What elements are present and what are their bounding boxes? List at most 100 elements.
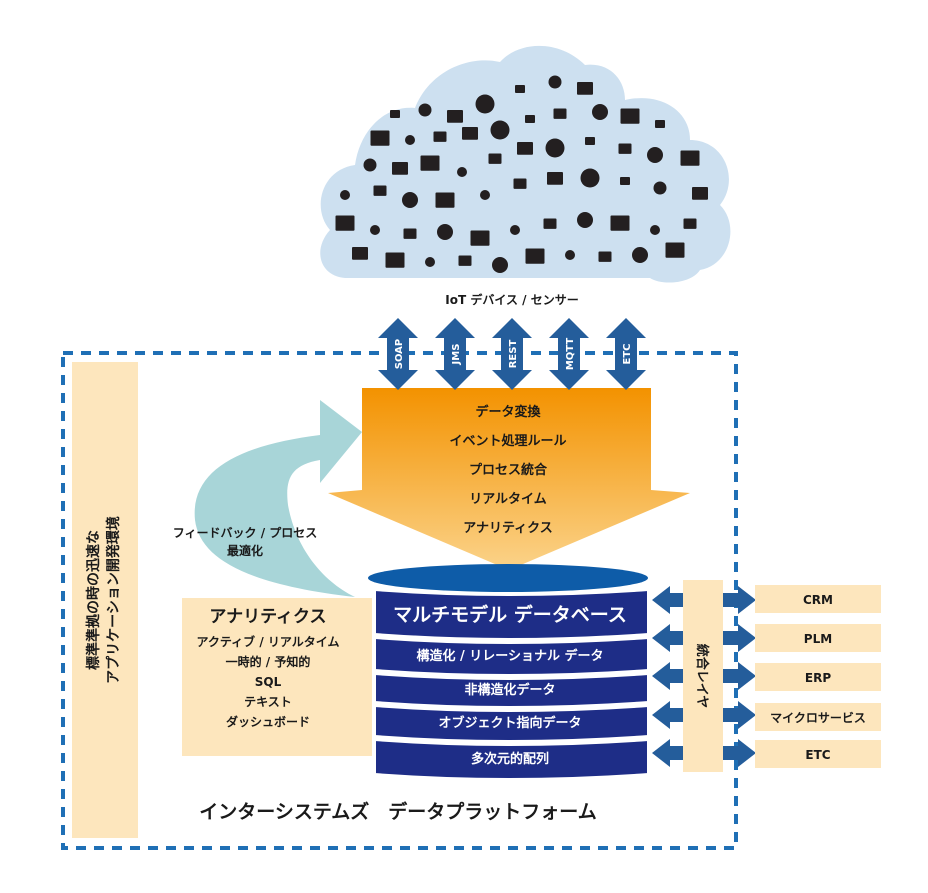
- feedback-arrow: フィードバック / プロセス 最適化: [173, 400, 362, 597]
- device-icon: [620, 177, 630, 185]
- system-box: [755, 703, 881, 731]
- double-arrow-icon: [435, 318, 475, 390]
- analytics-item: SQL: [255, 675, 282, 689]
- device-icon: [585, 137, 595, 145]
- device-icon: [470, 230, 490, 246]
- system-erp: ERP: [755, 663, 881, 691]
- device-icon: [577, 82, 593, 95]
- double-arrow-icon: [606, 318, 646, 390]
- integration-layer-label: 統合レイヤ: [694, 644, 710, 709]
- system-crm: CRM: [755, 585, 881, 613]
- device-icon: [392, 162, 408, 175]
- device-icon: [490, 120, 510, 140]
- arrow-left-icon: [652, 586, 683, 614]
- device-icon: [620, 108, 640, 124]
- system-etc: ETC: [755, 740, 881, 768]
- arrow-right-icon: [723, 586, 756, 614]
- device-icon: [458, 255, 472, 266]
- device-icon: [435, 192, 455, 208]
- database-layer-label: 非構造化データ: [464, 682, 555, 698]
- device-icon: [653, 181, 667, 195]
- device-icon: [385, 252, 405, 268]
- analytics-item: 一時的 / 予知的: [226, 654, 311, 669]
- processing-item: プロセス統合: [469, 462, 548, 478]
- database-layer-label: 多次元的配列: [471, 751, 549, 767]
- feedback-arrow-shape: [194, 400, 362, 597]
- integration-arrow: [652, 701, 756, 729]
- device-icon: [335, 215, 355, 231]
- device-icon: [618, 143, 632, 154]
- external-systems: CRM PLM ERP マイクロサービス ETC: [755, 585, 881, 768]
- device-icon: [665, 242, 685, 258]
- device-icon: [373, 185, 387, 196]
- arrow-left-icon: [652, 662, 683, 690]
- device-icon: [402, 192, 418, 208]
- processing-item: リアルタイム: [469, 492, 547, 507]
- arrow-right-icon: [723, 662, 756, 690]
- protocol-label: ETC: [622, 344, 633, 365]
- integration-arrow: [652, 739, 756, 767]
- device-icon: [352, 247, 368, 260]
- analytics-item: ダッシュボード: [226, 714, 310, 729]
- iot-cloud: [320, 45, 731, 283]
- dev-environment-line2: アプリケーション開発環境: [105, 516, 122, 684]
- arrow-left-icon: [652, 701, 683, 729]
- database-layer: オブジェクト指向データ: [374, 704, 649, 742]
- dev-environment-panel: 標準準拠の時の迅速な アプリケーション開発環境: [72, 362, 138, 838]
- integration-layer-box: [683, 580, 723, 772]
- device-icon: [488, 153, 502, 164]
- feedback-line1: フィードバック / プロセス: [173, 525, 318, 540]
- arrow-left-icon: [652, 739, 683, 767]
- arrow-right-icon: [723, 739, 756, 767]
- database-top: [368, 564, 648, 592]
- database-layer-shape: [374, 738, 649, 780]
- device-icon: [680, 150, 700, 166]
- system-label: マイクロサービス: [770, 710, 866, 725]
- device-icon: [513, 178, 527, 189]
- database-layer-label: マルチモデル データベース: [393, 603, 627, 626]
- device-icon: [598, 251, 612, 262]
- device-icon: [632, 247, 648, 263]
- device-icon: [655, 120, 665, 128]
- database-layer-shape: [374, 672, 649, 708]
- system-plm: PLM: [755, 624, 881, 652]
- integration-arrow: [652, 624, 756, 652]
- analytics-item: アクティブ / リアルタイム: [196, 634, 339, 649]
- dev-environment-box: [72, 362, 138, 838]
- protocol-label: MQTT: [565, 338, 576, 371]
- database-layer-shape: [374, 636, 649, 676]
- device-icon: [692, 187, 708, 200]
- device-icon: [433, 131, 447, 142]
- protocol-arrow-rest: REST: [492, 318, 532, 390]
- device-icon: [462, 127, 478, 140]
- dev-environment-line1: 標準準拠の時の迅速な: [85, 530, 102, 670]
- integration-arrow: [652, 586, 756, 614]
- device-icon: [517, 142, 533, 155]
- protocol-arrow-mqtt: MQTT: [549, 318, 589, 390]
- double-arrow-icon: [378, 318, 418, 390]
- protocol-arrow-etc: ETC: [606, 318, 646, 390]
- device-icon: [492, 257, 508, 273]
- database-layer-shape: [374, 704, 649, 742]
- device-icon: [403, 228, 417, 239]
- database-title-layer: マルチモデル データベース: [374, 588, 649, 640]
- database-layer: 構造化 / リレーショナル データ: [374, 636, 649, 676]
- database-layer-label: オブジェクト指向データ: [438, 715, 581, 731]
- database-layer-label: 構造化 / リレーショナル データ: [416, 648, 603, 664]
- double-arrow-icon: [549, 318, 589, 390]
- iot-device-icons: [335, 75, 708, 273]
- device-icon: [370, 130, 390, 146]
- system-label: ETC: [805, 748, 830, 762]
- system-box: [755, 624, 881, 652]
- arrow-right-icon: [723, 701, 756, 729]
- device-icon: [545, 138, 565, 158]
- database-layer: 多次元的配列: [374, 738, 649, 780]
- arrow-left-icon: [652, 624, 683, 652]
- device-icon: [515, 85, 525, 93]
- platform-label: インターシステムズ データプラットフォーム: [199, 800, 596, 823]
- device-icon: [543, 218, 557, 229]
